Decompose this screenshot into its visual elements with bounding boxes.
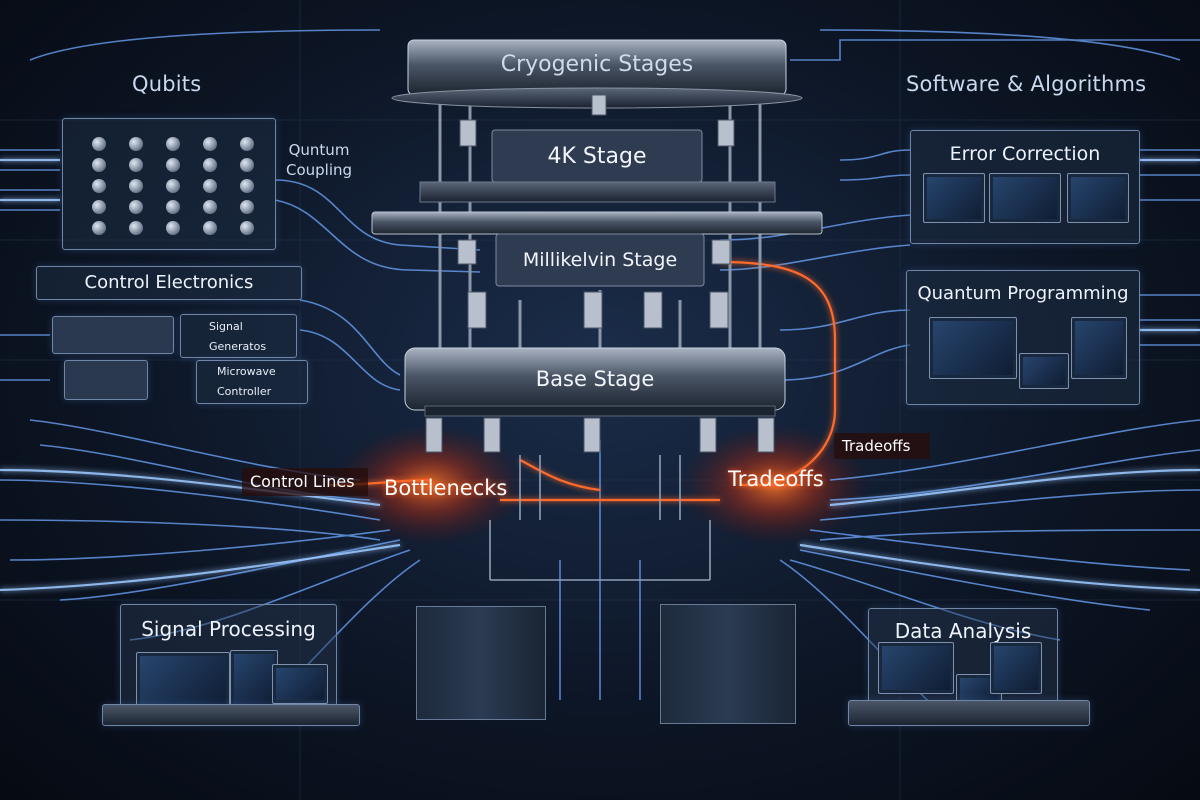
control-lines-box: Control Lines	[242, 468, 368, 496]
quantum-programming-monitor-2	[1019, 353, 1069, 389]
data-analysis-monitor-3	[990, 642, 1042, 694]
orange-wires	[329, 260, 837, 502]
tradeoffs-small-box: Tradeoffs	[834, 433, 930, 459]
qubit-node	[239, 178, 254, 193]
qubits-title: Qubits	[132, 72, 202, 96]
error-correction-monitor-1	[923, 173, 985, 223]
error-correction-monitor-2	[989, 173, 1061, 223]
qubit-node	[129, 178, 144, 193]
qubit-node	[202, 157, 217, 172]
quantum-programming-monitor-1	[929, 317, 1017, 379]
server-rack-left	[416, 606, 546, 720]
data-analysis-monitor-1	[878, 642, 954, 694]
stage-millikelvin-label: Millikelvin Stage	[522, 249, 678, 271]
quantum-programming-title: Quantum Programming	[917, 283, 1129, 304]
lower-lines	[489, 455, 711, 581]
qubit-node	[165, 178, 180, 193]
data-analysis-title: Data Analysis	[894, 619, 1032, 643]
qubit-node	[202, 200, 217, 215]
device-unit-2	[64, 360, 148, 400]
microwave-controller-box: Microwave Controller	[196, 360, 308, 404]
server-rack-right	[660, 604, 796, 724]
software-algorithms-title: Software & Algorithms	[906, 72, 1147, 96]
error-correction-title: Error Correction	[949, 143, 1101, 165]
stage-millikelvin-plate	[371, 211, 823, 287]
tradeoffs-main-label: Tradeoffs	[728, 467, 824, 491]
signal-processing-monitor-2	[230, 650, 278, 708]
qubit-node	[92, 157, 107, 172]
qubit-node	[202, 136, 217, 151]
qubit-node	[129, 221, 144, 236]
qubit-grid	[81, 133, 265, 239]
control-electronics-title: Control Electronics	[84, 272, 254, 293]
cryogenic-stages-title: Cryogenic Stages	[500, 52, 694, 77]
qubit-node	[202, 178, 217, 193]
qubit-node	[239, 136, 254, 151]
qubit-node	[239, 221, 254, 236]
blue-wires	[0, 29, 1200, 721]
tradeoffs-small-label: Tradeoffs	[842, 437, 911, 455]
signal-processing-monitor-3	[272, 664, 328, 704]
qubit-grid-panel	[62, 118, 276, 250]
quantum-programming-panel: Quantum Programming	[906, 270, 1140, 405]
connectors	[425, 94, 775, 453]
stage-base-plate	[404, 347, 786, 417]
device-unit-1	[52, 316, 174, 354]
qubit-node	[129, 157, 144, 172]
error-correction-monitor-3	[1067, 173, 1129, 223]
qubit-node	[165, 200, 180, 215]
qubit-node	[92, 200, 107, 215]
qubit-node	[129, 136, 144, 151]
control-lines-label: Control Lines	[250, 472, 355, 491]
signal-processing-title: Signal Processing	[141, 617, 316, 641]
qubit-node	[129, 200, 144, 215]
stage-base-label: Base Stage	[535, 367, 655, 391]
qubit-node	[92, 221, 107, 236]
error-correction-panel: Error Correction	[910, 130, 1140, 244]
signal-generators-label: Signal Generatos	[209, 320, 267, 353]
qubit-node	[202, 221, 217, 236]
qubit-node	[239, 200, 254, 215]
data-analysis-desk	[848, 700, 1090, 726]
signal-processing-desk	[102, 704, 360, 726]
cryostat-top-plate	[391, 39, 803, 109]
bottleneck-hotspot	[335, 425, 525, 545]
stage-4k-plate	[419, 129, 776, 203]
signal-processing-monitor-1	[136, 652, 230, 710]
qubit-node	[165, 157, 180, 172]
signal-generators-box: Signal Generatos	[180, 314, 297, 358]
qubit-node	[165, 136, 180, 151]
qubit-node	[239, 157, 254, 172]
qubit-node	[92, 136, 107, 151]
control-electronics-header: Control Electronics	[36, 266, 302, 300]
qubit-node	[165, 221, 180, 236]
wire-highlights	[0, 158, 1200, 592]
quantum-programming-monitor-3	[1071, 317, 1127, 379]
microwave-controller-label: Microwave Controller	[217, 365, 276, 398]
bottlenecks-label: Bottlenecks	[384, 476, 508, 500]
stage-4k-label: 4K Stage	[547, 144, 647, 169]
quantum-coupling-label: Quntum Coupling	[286, 141, 353, 179]
qubit-node	[92, 178, 107, 193]
